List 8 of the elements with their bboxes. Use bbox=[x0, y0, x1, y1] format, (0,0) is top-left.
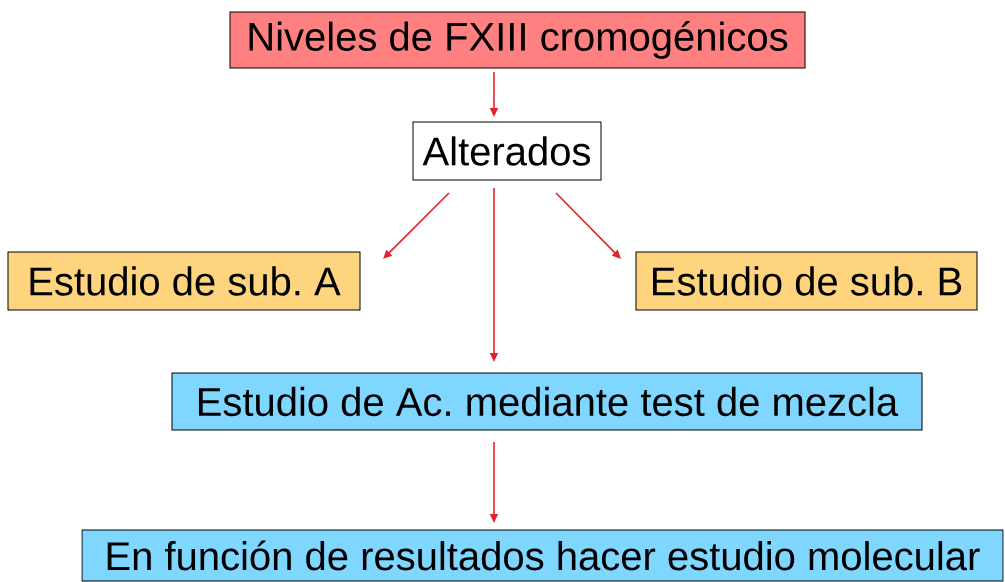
arrow bbox=[555, 192, 621, 259]
arrow bbox=[383, 192, 450, 259]
process-box: En función de resultados hacer estudio molecular bbox=[81, 529, 1004, 582]
process-box: Estudio de Ac. mediante test de mezcla bbox=[171, 372, 923, 431]
process-box: Estudio de sub. A bbox=[7, 251, 361, 311]
process-box: Estudio de sub. B bbox=[635, 251, 978, 311]
process-box: Niveles de FXIII cromogénicos bbox=[229, 11, 806, 69]
result-box: Alterados bbox=[412, 121, 602, 181]
